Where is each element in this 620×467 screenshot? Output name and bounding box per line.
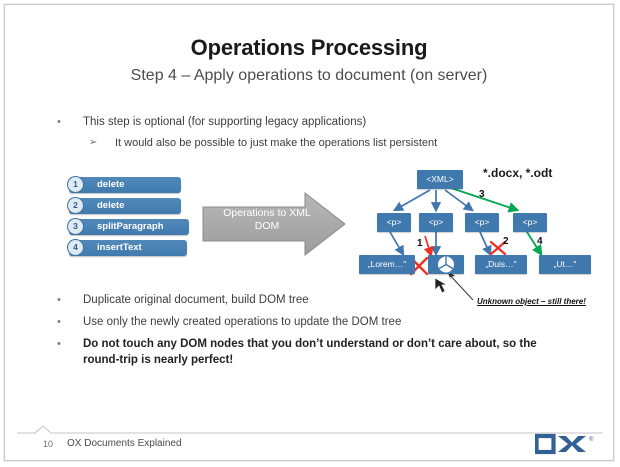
bullet-marker-arrow: ➢ [89, 137, 98, 148]
bullet-text: Use only the newly created operations to… [83, 316, 402, 328]
operation-pill[interactable]: 3 splitParagraph [67, 218, 189, 235]
edit-number-4: 4 [537, 236, 543, 247]
operation-pill[interactable]: 2 delete [67, 197, 181, 214]
tree-edges-added [450, 187, 543, 257]
tree-node-label: „Lorem…" [367, 259, 407, 269]
tree-node-label: „Duis…" [485, 259, 517, 269]
unknown-object-annotation: Unknown object – still there! [477, 297, 586, 306]
delete-mark [489, 240, 507, 256]
xml-dom-tree: <XML> <p> <p> <p> <p> „Lorem…" „Duis…" [355, 160, 617, 310]
bullet-text: Do not touch any DOM nodes that you don’… [83, 338, 537, 366]
operations-to-xml-arrow: Operations to XML DOM [201, 191, 347, 257]
slide-number: 10 [43, 439, 54, 449]
tree-node-paragraph[interactable]: <p> [419, 213, 453, 232]
operation-label: insertText [97, 242, 142, 253]
bullet-item-emphasis: • Do not touch any DOM nodes that you do… [57, 337, 539, 368]
edit-number-1: 1 [417, 238, 423, 249]
tree-node-text-added[interactable]: „Ut…" [539, 255, 591, 274]
operation-number: 4 [67, 239, 84, 256]
tree-node-text[interactable]: „Lorem…" [359, 255, 415, 274]
page-title: Operations Processing [190, 35, 428, 60]
operation-number: 3 [67, 218, 84, 235]
edit-number-2: 2 [503, 236, 509, 247]
mouse-cursor-icon [434, 277, 449, 294]
arrow-caption: Operations to XML DOM [215, 207, 319, 233]
operation-number: 1 [67, 176, 84, 193]
operation-number: 2 [67, 197, 84, 214]
tree-node-label: <XML> [426, 174, 454, 184]
bullet-item: • Use only the newly created operations … [57, 315, 537, 331]
bullet-marker: • [57, 294, 61, 306]
tree-node-text[interactable]: „Duis…" [475, 255, 527, 274]
bullet-text: It would also be possible to just make t… [115, 137, 438, 149]
tree-node-label: <p> [522, 217, 538, 227]
tree-edges-leaf [389, 231, 492, 257]
ox-logo: ® [535, 433, 594, 455]
arrow-caption-line1: Operations [223, 207, 275, 219]
format-label: *.docx, *.odt [483, 166, 553, 180]
tree-node-paragraph-added[interactable]: <p> [513, 213, 547, 232]
slide: Operations Processing Step 4 – Apply ope… [4, 4, 614, 461]
operation-label: splitParagraph [97, 221, 164, 232]
bullet-text: Duplicate original document, build DOM t… [83, 294, 309, 306]
footer-divider [17, 425, 603, 434]
edit-number-3: 3 [479, 189, 485, 200]
bullet-marker: • [57, 116, 61, 128]
bullet-item: • Duplicate original document, build DOM… [57, 293, 537, 309]
tree-node-label: <p> [428, 217, 444, 227]
bullet-text: This step is optional (for supporting le… [83, 116, 367, 128]
bullet-marker: • [57, 316, 61, 328]
svg-text:®: ® [589, 436, 594, 443]
operation-label: delete [97, 179, 125, 190]
tree-node-paragraph[interactable]: <p> [377, 213, 411, 232]
operation-pill[interactable]: 1 delete [67, 176, 181, 193]
bullet-item: • This step is optional (for supporting … [57, 115, 487, 131]
operation-pill[interactable]: 4 insertText [67, 239, 187, 256]
tree-edges-root [392, 189, 474, 213]
tree-node-label: <p> [474, 217, 490, 227]
tree-node-label: „Ut…" [553, 259, 577, 269]
bullet-item-sub: ➢ It would also be possible to just make… [89, 136, 509, 151]
tree-node-root[interactable]: <XML> [417, 170, 463, 189]
footer-text: OX Documents Explained [67, 438, 182, 449]
arrow-shape [202, 191, 346, 257]
unknown-object-icon [438, 256, 454, 273]
page-subtitle: Step 4 – Apply operations to document (o… [130, 67, 488, 84]
arrow-caption-line2: to XML DOM [254, 207, 311, 233]
tree-node-paragraph[interactable]: <p> [465, 213, 499, 232]
tree-node-unknown-object[interactable] [428, 255, 464, 274]
operations-list: 1 delete 2 delete 3 splitParagraph 4 ins… [67, 176, 191, 261]
insert-pointer-arrow [423, 235, 434, 258]
operation-label: delete [97, 200, 125, 211]
bullet-marker: • [57, 338, 61, 350]
tree-node-label: <p> [386, 217, 402, 227]
